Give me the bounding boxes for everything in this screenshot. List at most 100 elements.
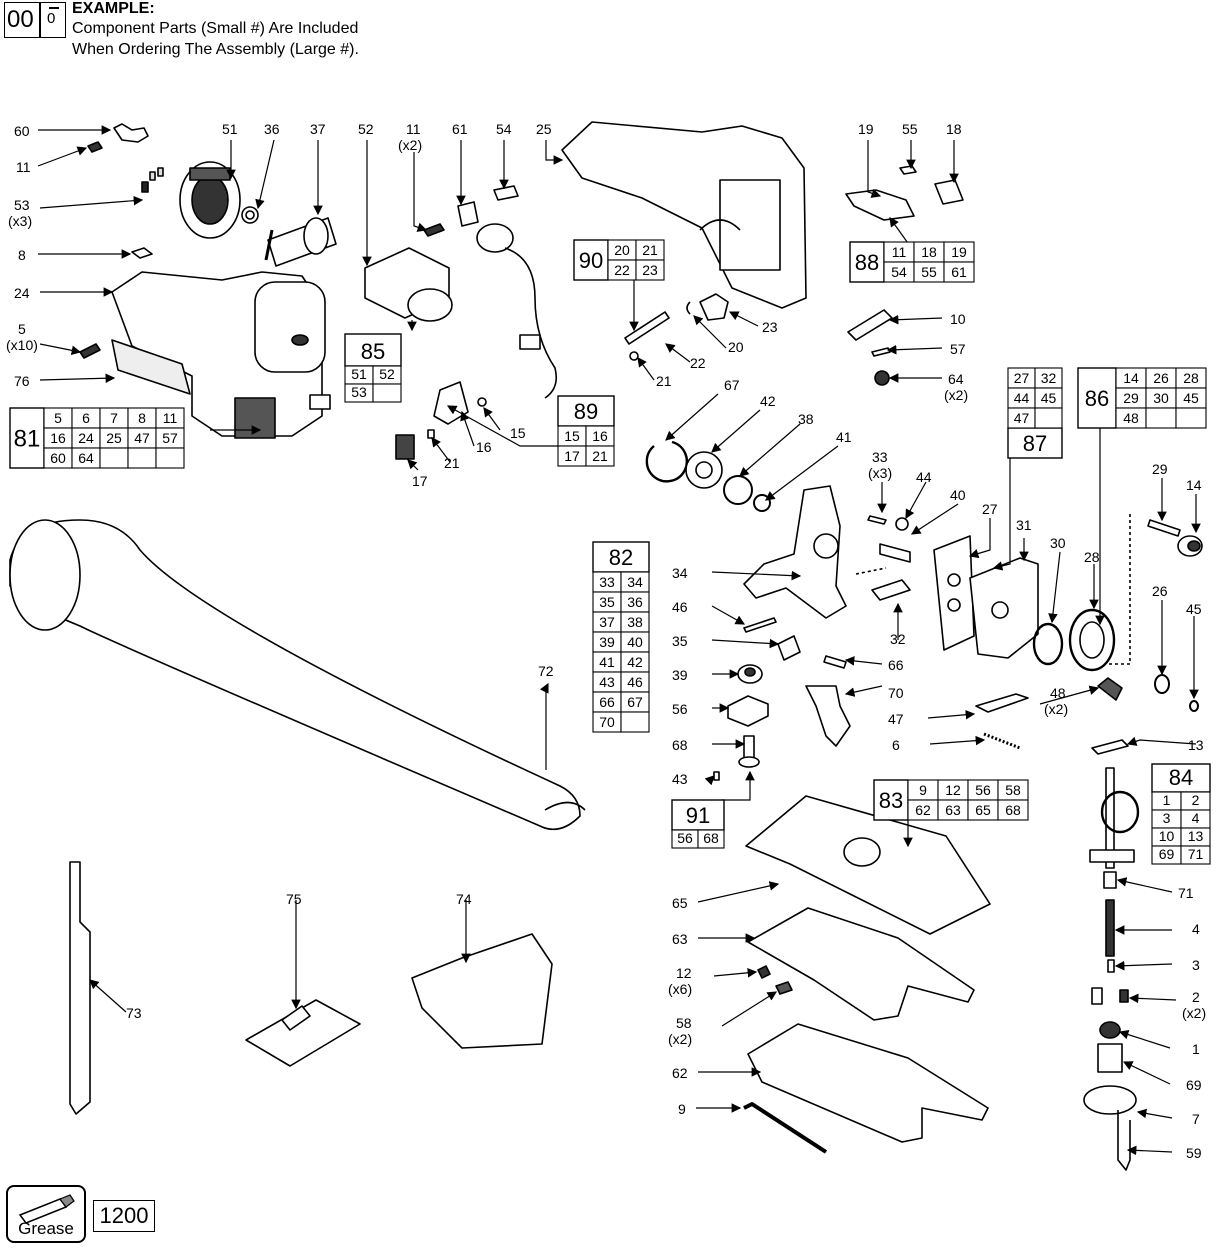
kit-part-number: 65	[975, 802, 991, 818]
kit-part-number: 17	[564, 448, 580, 464]
part-7-blade-guide	[1083, 1085, 1137, 1171]
callout-37: 37	[310, 121, 326, 137]
callout-66: 66	[888, 657, 904, 673]
callout-2: 2	[1192, 989, 1200, 1005]
kit-part-number: 19	[951, 244, 967, 260]
part-11-screw-b	[423, 223, 445, 237]
callout-14: 14	[1186, 477, 1202, 493]
callout-58q: (x2)	[668, 1031, 692, 1047]
kit-label-87: 87	[1023, 431, 1047, 456]
part-37-armature	[264, 217, 337, 267]
kit-part-number: 15	[564, 428, 580, 444]
kit-part-number: 32	[1041, 370, 1057, 386]
kit-cell	[635, 259, 665, 281]
kit-cell	[620, 711, 650, 733]
callout-5q: (x10)	[6, 337, 38, 353]
kit-part-number: 22	[614, 262, 630, 278]
part-47-plate	[975, 693, 1029, 713]
kit-part-number: 39	[599, 634, 615, 650]
kit-part-number: 68	[703, 830, 719, 846]
kit-cell	[585, 445, 615, 467]
part-60-clip	[113, 123, 149, 143]
kit-part-number: 60	[50, 450, 66, 466]
kit-label-box	[1077, 367, 1117, 429]
part-58-clip	[775, 981, 793, 995]
kit-part-number: 8	[138, 410, 146, 426]
kit-cell	[372, 383, 402, 403]
kit-part-number: 5	[54, 410, 62, 426]
part-63-shoe-plate	[747, 907, 975, 1021]
part-46-pin	[743, 617, 777, 633]
callout-24: 24	[14, 285, 30, 301]
kit-cell	[99, 447, 129, 469]
callout-36: 36	[264, 121, 280, 137]
callout-16: 16	[476, 439, 492, 455]
callout-43: 43	[672, 771, 688, 787]
part-45-clip	[1189, 700, 1199, 712]
part-61-bracket	[457, 201, 479, 227]
kit-cell	[1034, 407, 1063, 429]
kit-part-number: 11	[892, 244, 907, 260]
kit-label-85: 85	[361, 339, 385, 364]
kit-part-number: 62	[915, 802, 931, 818]
kit-part-number: 18	[921, 244, 937, 260]
kit-part-number: 52	[379, 366, 395, 382]
kit-cell	[1145, 407, 1177, 429]
part-76-label	[111, 339, 191, 395]
callout-32: 32	[890, 631, 906, 647]
kit-part-number: 46	[627, 674, 643, 690]
kit-part-number: 45	[1183, 390, 1199, 406]
part-84-plunger-assembly	[1089, 767, 1140, 869]
kit-part-number: 16	[592, 428, 608, 444]
part-25-housing-right	[561, 121, 807, 309]
kit-part-number: 24	[78, 430, 94, 446]
part-1-nut	[1099, 1021, 1121, 1039]
part-48-roller	[1097, 677, 1123, 701]
part-27-plate	[933, 535, 975, 651]
kit-cell	[1180, 845, 1211, 865]
kit-part-number: 56	[677, 830, 693, 846]
grease-label: Grease	[18, 1219, 74, 1238]
callout-62: 62	[672, 1065, 688, 1081]
kit-part-number: 11	[163, 410, 178, 426]
part-24-housing-left	[111, 271, 331, 439]
part-29-pin	[1147, 519, 1181, 537]
kit-label-89: 89	[574, 399, 598, 424]
kit-label-box	[1151, 763, 1211, 793]
callout-9: 9	[678, 1101, 686, 1117]
callout-23: 23	[762, 319, 778, 335]
example-line-2: When Ordering The Assembly (Large #).	[72, 41, 359, 58]
kit-part-number: 68	[1005, 802, 1021, 818]
kit-part-number: 21	[592, 448, 608, 464]
part-66-pin	[823, 655, 847, 669]
callout-11b: 11	[406, 121, 421, 137]
part-32-plate	[871, 579, 911, 601]
part-9-hex-key	[743, 1102, 828, 1154]
part-33-pin	[867, 515, 887, 525]
kit-label-88: 88	[855, 250, 879, 275]
callout-11a: 11	[16, 159, 31, 175]
kit-part-number: 67	[627, 694, 643, 710]
kit-label-box	[573, 239, 609, 281]
kit-part-number: 56	[975, 782, 991, 798]
kit-part-number: 48	[1123, 410, 1139, 426]
part-19-switch	[845, 189, 915, 221]
part-20-ring	[686, 301, 691, 315]
part-39-nut	[737, 664, 763, 684]
callout-44: 44	[916, 469, 932, 485]
part-18-switch	[934, 179, 964, 205]
kit-part-number: 70	[599, 714, 615, 730]
callout-41: 41	[836, 429, 852, 445]
callout-10: 10	[950, 311, 966, 327]
callout-2q: (x2)	[1182, 1005, 1206, 1021]
callout-20: 20	[728, 339, 744, 355]
